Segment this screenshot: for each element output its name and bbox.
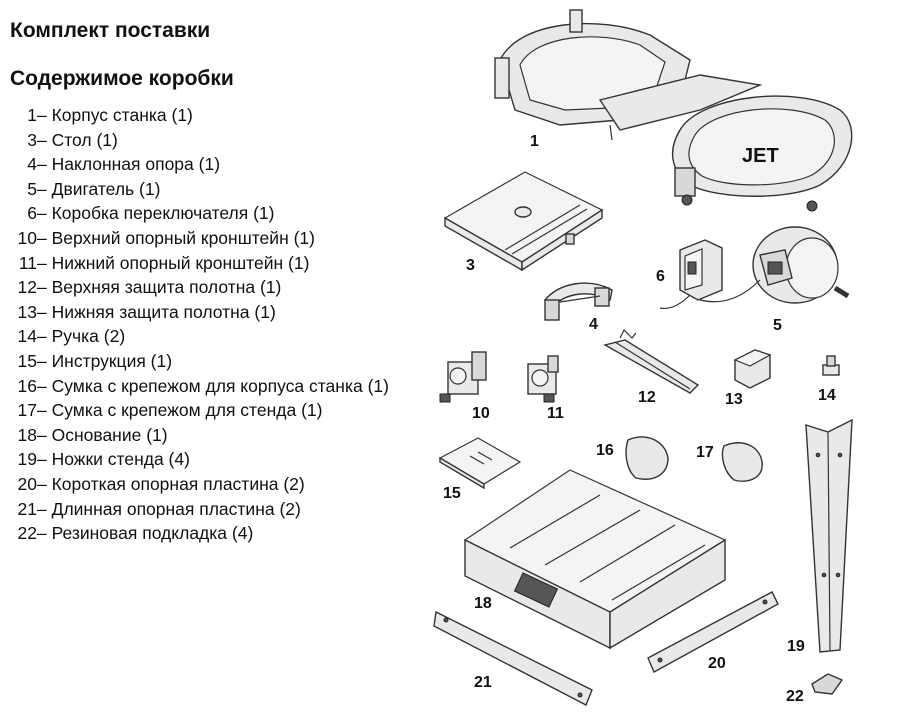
item-number: 20 [17,473,37,494]
item-number: 15 [17,350,37,371]
callout-21: 21 [474,674,492,691]
list-item: 21– Длинная опорная пластина (2) [0,497,440,522]
item-text: – Верхний опорный кронштейн (1) [37,227,315,248]
item-number: 6 [27,203,37,224]
list-item: 14– Ручка (2) [0,324,440,349]
list-item: 12– Верхняя защита полотна (1) [0,275,440,300]
callout-3: 3 [466,257,475,274]
item-text: – Длинная опорная пластина (2) [37,498,301,519]
callout-22: 22 [786,688,804,705]
item-number: 1 [27,105,37,125]
part-17-hardware-bag [721,442,763,482]
part-19-stand-leg [805,418,853,653]
item-text: – Нижний опорный кронштейн (1) [37,252,310,273]
item-text: – Ручка (2) [37,326,126,347]
part-1-saw-body: JET [494,9,853,212]
contents-list: 1– Корпус станка (1) 3– Стол (1) 4– Накл… [0,103,440,546]
part-15-manual [438,437,522,490]
section-title: Содержимое коробки [10,67,234,90]
page-title: Комплект поставки [10,19,211,42]
item-number: 11 [18,252,37,273]
part-16-hardware-bag [625,436,669,480]
item-number: 19 [17,449,37,470]
list-item: 15– Инструкция (1) [0,349,440,374]
item-number: 5 [27,178,37,199]
item-number: 17 [17,400,37,421]
list-item: 13– Нижняя защита полотна (1) [0,300,440,325]
item-text: – Сумка с крепежом для стенда (1) [37,400,323,421]
item-text: – Стол (1) [37,129,118,150]
item-number: 10 [17,227,37,248]
callout-16: 16 [596,442,614,459]
item-number: 4 [27,154,37,175]
item-number: 16 [17,375,37,396]
item-text: – Верхняя защита полотна (1) [37,277,282,298]
part-3-table [443,171,604,272]
item-number: 12 [17,277,37,298]
item-text: – Корпус станка (1) [37,105,193,125]
callout-10: 10 [472,405,490,422]
list-item: 20– Короткая опорная пластина (2) [0,472,440,497]
callout-5: 5 [773,317,782,334]
part-13-lower-guard [733,349,772,389]
callout-19: 19 [787,638,805,655]
brand-logo: JET [742,145,779,167]
callout-14: 14 [818,387,836,404]
list-item: 22– Резиновая подкладка (4) [0,521,440,546]
list-item: 17– Сумка с крепежом для стенда (1) [0,398,440,423]
item-number: 21 [17,498,37,519]
item-text: – Нижняя защита полотна (1) [37,301,276,322]
part-21-long-plate [433,610,593,706]
part-18-base [463,469,727,650]
part-20-short-plate [647,591,779,673]
item-number: 3 [27,129,37,150]
item-text: – Короткая опорная пластина (2) [37,473,305,494]
list-item: 11– Нижний опорный кронштейн (1) [0,251,440,276]
callout-20: 20 [708,655,726,672]
part-12-upper-guard [603,328,700,394]
callout-11: 11 [547,405,564,422]
part-10-upper-bracket [439,351,487,403]
item-text: – Коробка переключателя (1) [37,203,275,224]
part-22-rubber-pad [811,673,844,695]
parts-illustration: JET [433,9,853,706]
list-item: 1– Корпус станка (1) [0,103,440,128]
item-text: – Резиновая подкладка (4) [37,523,254,544]
callout-1: 1 [530,133,539,150]
part-14-handle [822,355,840,376]
list-item: 16– Сумка с крепежом для корпуса станка … [0,374,440,399]
list-item: 6– Коробка переключателя (1) [0,201,440,226]
list-item: 3– Стол (1) [0,128,440,153]
callout-4: 4 [589,316,598,333]
item-number: 13 [17,301,37,322]
callout-6: 6 [656,268,665,285]
item-text: – Наклонная опора (1) [37,154,221,175]
callout-18: 18 [474,595,492,612]
callout-17: 17 [696,444,714,461]
item-text: – Основание (1) [37,424,168,445]
list-item: 10– Верхний опорный кронштейн (1) [0,226,440,251]
item-text: – Двигатель (1) [37,178,161,199]
item-text: – Ножки стенда (4) [37,449,190,470]
part-6-switch-box [659,239,723,310]
list-item: 19– Ножки стенда (4) [0,447,440,472]
callout-12: 12 [638,389,656,406]
callout-15: 15 [443,485,461,502]
list-item: 18– Основание (1) [0,423,440,448]
part-5-motor [699,226,850,304]
item-number: 18 [17,424,37,445]
item-number: 14 [17,326,37,347]
item-number: 22 [17,523,37,544]
item-text: – Инструкция (1) [37,350,173,371]
callout-13: 13 [725,391,743,408]
list-item: 5– Двигатель (1) [0,177,440,202]
list-item: 4– Наклонная опора (1) [0,152,440,177]
part-4-tilt-support [544,282,613,321]
item-text: – Сумка с крепежом для корпуса станка (1… [37,375,389,396]
part-11-lower-bracket [527,355,559,403]
